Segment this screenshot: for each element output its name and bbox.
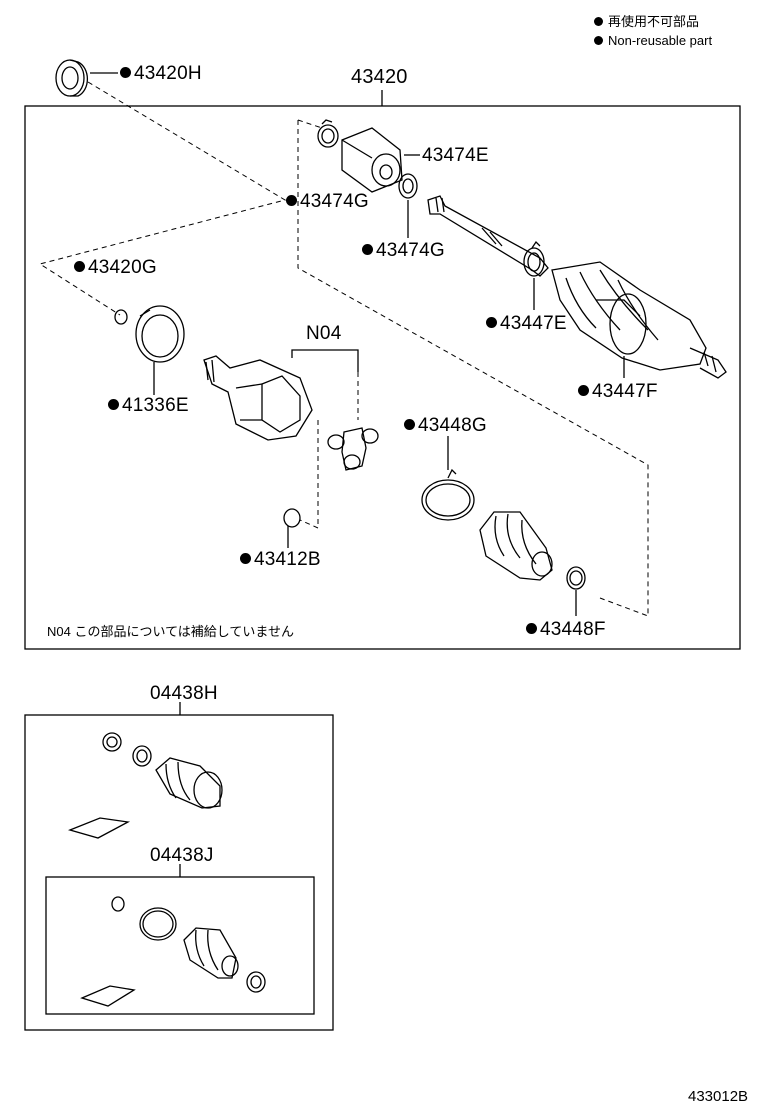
part-label-43447E[interactable]: 43447E bbox=[486, 314, 567, 333]
part-label-43447F[interactable]: 43447F bbox=[578, 382, 658, 401]
drive-shaft-drawing bbox=[427, 195, 549, 277]
kit-04438H-drawing bbox=[67, 732, 223, 839]
damper-43474E-drawing bbox=[341, 127, 403, 193]
part-label-43474G-upper[interactable]: 43474G bbox=[286, 192, 369, 211]
part-label-43474E[interactable]: 43474E bbox=[422, 145, 489, 166]
legend-dot-icon bbox=[594, 36, 603, 46]
part-label-43420G[interactable]: 43420G bbox=[74, 258, 157, 277]
ring-41336E-drawing bbox=[135, 305, 185, 363]
outer-boot-drawing bbox=[551, 261, 727, 379]
legend-label-ja: 再使用不可部品 bbox=[608, 14, 700, 29]
kit-04438J-drawing bbox=[80, 896, 266, 1007]
part-label-43448G[interactable]: 43448G bbox=[404, 416, 487, 435]
kit-frame-04438H bbox=[24, 714, 334, 1031]
kit-title-04438J: 04438J bbox=[150, 845, 214, 866]
part-label-43448F[interactable]: 43448F bbox=[526, 620, 606, 639]
tripod-N04-drawing bbox=[327, 427, 379, 471]
non-reusable-dot-icon bbox=[578, 384, 589, 396]
non-reusable-dot-icon bbox=[240, 552, 251, 564]
assembly-title-43420: 43420 bbox=[351, 66, 408, 88]
non-reusable-dot-icon bbox=[74, 260, 85, 272]
kit-title-04438H: 04438H bbox=[150, 683, 218, 704]
non-reusable-dot-icon bbox=[404, 418, 415, 430]
part-label-41336E[interactable]: 41336E bbox=[108, 396, 189, 415]
dashed-guide-axis bbox=[297, 120, 649, 617]
legend-dot-icon bbox=[594, 17, 603, 27]
legend-label-en: Non-reusable part bbox=[608, 33, 713, 48]
dashed-guide-seal bbox=[38, 81, 287, 316]
part-label-43412B[interactable]: 43412B bbox=[240, 550, 321, 569]
non-reusable-dot-icon bbox=[526, 622, 537, 634]
legend-non-reusable: 再使用不可部品 bbox=[594, 15, 699, 28]
non-reusable-dot-icon bbox=[120, 66, 131, 78]
legend-non-reusable-en: Non-reusable part bbox=[594, 34, 712, 47]
non-reusable-dot-icon bbox=[108, 398, 119, 410]
non-reusable-dot-icon bbox=[362, 243, 373, 255]
part-label-43474G-lower[interactable]: 43474G bbox=[362, 241, 445, 260]
kit-frame-04438J bbox=[45, 876, 315, 1015]
sub-assembly-title-N04: N04 bbox=[306, 323, 342, 344]
non-reusable-dot-icon bbox=[486, 316, 497, 328]
diagram-code: 433012B bbox=[688, 1088, 749, 1105]
seal-43420H-drawing bbox=[55, 59, 88, 97]
inner-joint-housing-drawing bbox=[203, 355, 313, 441]
non-reusable-dot-icon bbox=[286, 194, 297, 206]
inner-boot-drawing bbox=[479, 511, 553, 581]
part-label-43420H[interactable]: 43420H bbox=[120, 64, 202, 83]
supply-note: N04 この部品については補給していません bbox=[47, 624, 295, 639]
